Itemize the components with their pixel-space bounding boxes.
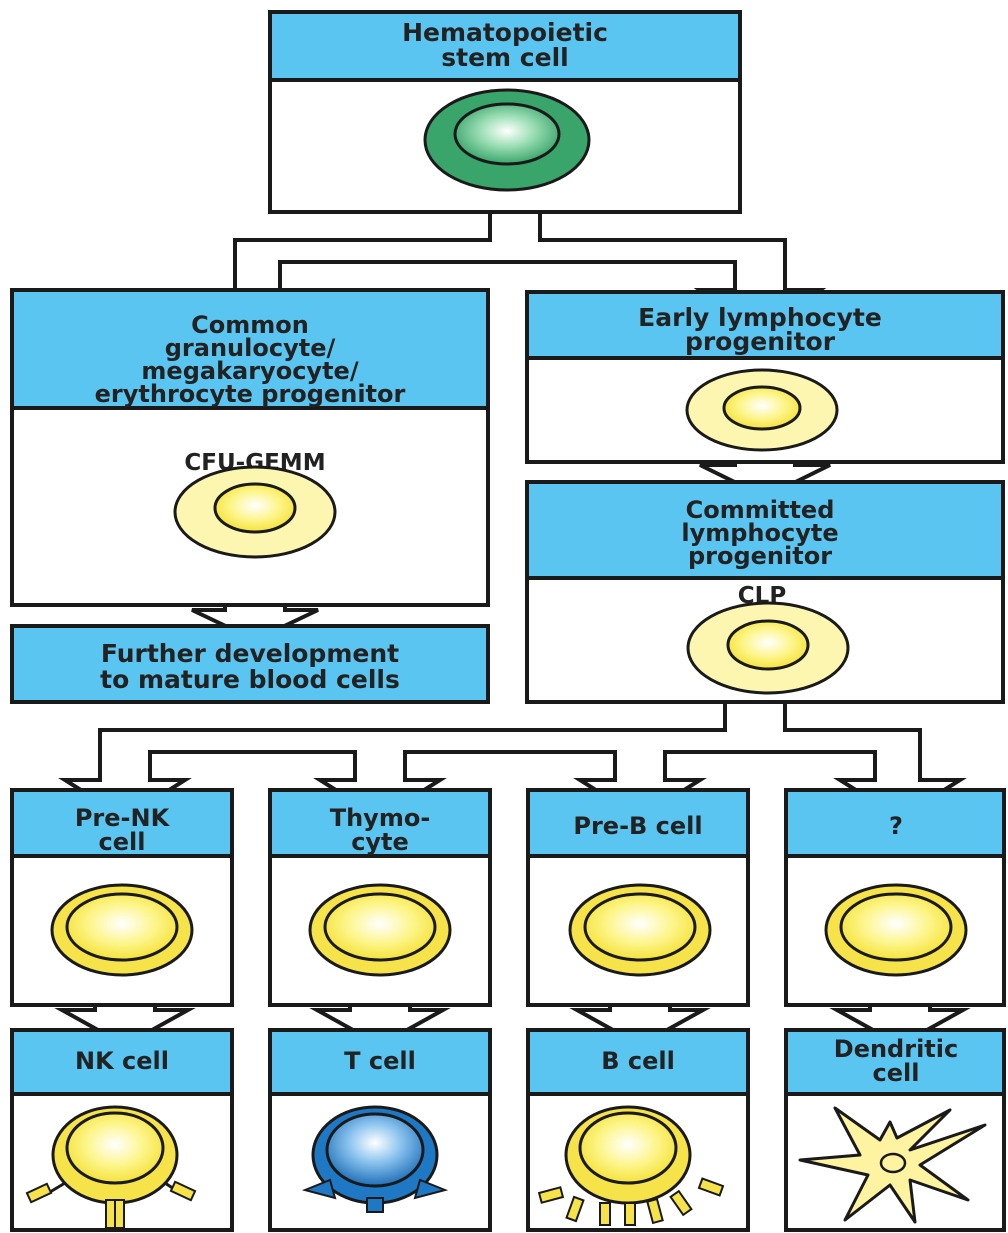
node-cgmep: Common granulocyte/ megakaryocyte/ eryth…	[10, 288, 490, 607]
prenk-title-line-1: Pre-NK	[75, 804, 171, 832]
node-thymocyte: Thymo- cyte	[268, 788, 492, 1007]
progenitor-cell-icon	[568, 883, 712, 977]
progenitor-cell-icon	[308, 883, 452, 977]
clp-title-line-3: progenitor	[688, 542, 832, 570]
dendritic-title-line-2: cell	[873, 1059, 920, 1087]
progenitor-cell-icon	[173, 465, 337, 559]
node-clp: Committed lymphocyte progenitor CLP	[525, 480, 1005, 704]
node-further: Further development to mature blood cell…	[10, 624, 490, 704]
cgmep-title-line-3: megakaryocyte/	[141, 357, 358, 385]
cgmep-title-line-2: granulocyte/	[165, 334, 336, 362]
prenk-title-line-2: cell	[99, 828, 146, 856]
clp-title-line-1: Committed	[686, 496, 835, 524]
further-title-line-2: to mature blood cells	[100, 665, 400, 694]
elp-title-line-2: progenitor	[685, 327, 836, 356]
node-hsc: Hematopoietic stem cell	[268, 10, 742, 214]
node-nkcell: NK cell	[10, 1028, 234, 1232]
node-tcell: T cell	[268, 1028, 492, 1232]
progenitor-cell-icon	[824, 883, 968, 977]
thymocyte-title-line-2: cyte	[351, 828, 409, 856]
clp-title-line-2: lymphocyte	[681, 519, 838, 547]
unknown-title-line-1: ?	[889, 812, 903, 840]
node-unknown: ?	[784, 788, 1006, 1007]
node-dendritic: Dendritic cell	[784, 1028, 1006, 1232]
node-preb: Pre-B cell	[526, 788, 750, 1007]
hsc-title-line-2: stem cell	[441, 43, 568, 72]
t-cell-icon	[301, 1105, 449, 1213]
dendritic-title-line-1: Dendritic	[834, 1035, 958, 1063]
further-title-line-1: Further development	[101, 639, 399, 668]
elp-title-line-1: Early lymphocyte	[638, 303, 882, 332]
progenitor-cell-icon	[50, 883, 194, 977]
nk-cell-icon	[25, 1105, 197, 1229]
b-cell-icon	[537, 1105, 725, 1226]
bcell-title-line-1: B cell	[601, 1047, 675, 1075]
progenitor-cell-icon	[686, 601, 850, 695]
tcell-title-line-1: T cell	[344, 1047, 416, 1075]
cgmep-title-line-4: erythrocyte progenitor	[95, 380, 406, 408]
node-prenk: Pre-NK cell	[10, 788, 234, 1007]
cgmep-title-line-1: Common	[191, 311, 309, 339]
node-elp: Early lymphocyte progenitor	[525, 290, 1005, 464]
dendritic-cell-icon	[798, 1106, 987, 1224]
thymocyte-title-line-1: Thymo-	[330, 804, 431, 832]
nkcell-title-line-1: NK cell	[75, 1047, 169, 1075]
preb-title-line-1: Pre-B cell	[573, 812, 702, 840]
progenitor-cell-icon	[685, 368, 839, 452]
stem-cell-icon	[423, 88, 591, 192]
hsc-title-line-1: Hematopoietic	[402, 18, 608, 47]
node-bcell: B cell	[526, 1028, 750, 1232]
